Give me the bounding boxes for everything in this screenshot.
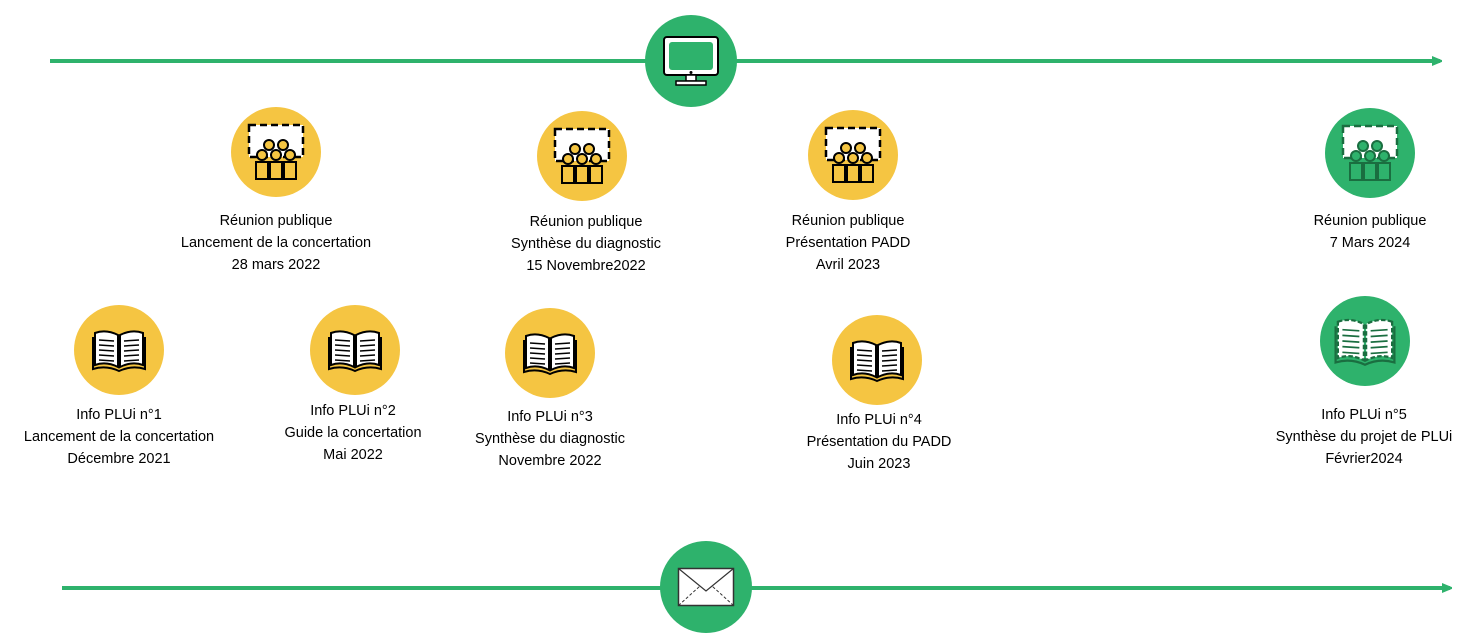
audience-icon <box>824 126 882 183</box>
meeting-badge <box>231 107 321 197</box>
meeting-badge <box>537 111 627 201</box>
meeting-badge <box>1325 108 1415 198</box>
meeting-badge <box>808 110 898 200</box>
publication-badge <box>832 315 922 405</box>
publication-badge <box>505 308 595 398</box>
envelope-icon <box>677 567 735 607</box>
audience-icon <box>247 123 305 180</box>
open-book-icon <box>523 333 577 376</box>
computer-monitor-icon <box>663 36 719 86</box>
open-book-icon <box>92 330 146 373</box>
publication-badge <box>1320 296 1410 386</box>
open-book-icon <box>1334 318 1396 366</box>
online-channel-hub <box>645 15 737 107</box>
mail-channel-hub <box>660 541 752 633</box>
audience-icon <box>553 127 611 184</box>
open-book-icon <box>328 330 382 373</box>
publication-badge <box>74 305 164 395</box>
publication-badge <box>310 305 400 395</box>
audience-icon <box>1341 124 1399 181</box>
open-book-icon <box>850 340 904 383</box>
